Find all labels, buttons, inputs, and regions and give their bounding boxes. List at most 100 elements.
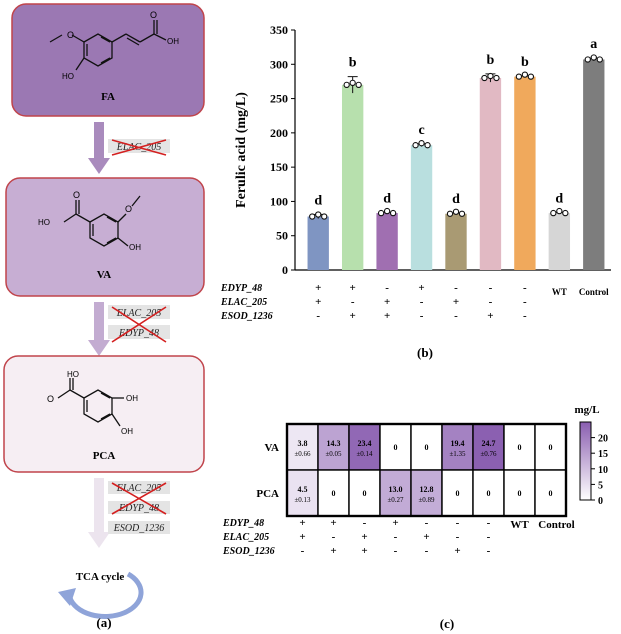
bar bbox=[514, 76, 536, 270]
gene-cross-1b bbox=[111, 139, 167, 156]
gene-tag-3a: ELAC_205 bbox=[116, 483, 161, 494]
gene-tag-2b-bg bbox=[108, 325, 170, 339]
replicate-point bbox=[562, 209, 569, 217]
significance-letter: c bbox=[418, 123, 424, 138]
heatmap-row-label: PCA bbox=[256, 488, 279, 500]
va-methoxy-o: O bbox=[125, 204, 132, 214]
pca-carbonyl-o: O bbox=[47, 394, 54, 404]
va-carbonyl-o: O bbox=[73, 190, 80, 200]
fa-ho-label: HO bbox=[62, 72, 74, 81]
colorbar-gradient bbox=[579, 421, 592, 501]
heatmap-sign-cell: + bbox=[454, 545, 460, 557]
pathway-panel: O O OH HO FA ELAC_205 O O HO OH VA ELAC_… bbox=[3, 3, 205, 630]
replicate-point bbox=[521, 71, 529, 78]
bar bbox=[548, 213, 571, 270]
replicate-point bbox=[527, 73, 535, 80]
heatmap-sign-cell: - bbox=[425, 517, 429, 529]
sign-row-label: ELAC_205 bbox=[220, 297, 267, 308]
heatmap-cell-value: 0 bbox=[425, 443, 429, 452]
replicate-point bbox=[424, 142, 431, 149]
pca-ho-top-label: HO bbox=[67, 370, 79, 379]
heatmap-border bbox=[285, 422, 568, 518]
replicate-point bbox=[550, 209, 557, 217]
gene-tag-2a-bg bbox=[108, 305, 170, 319]
heatmap-sign-cell: - bbox=[456, 517, 460, 529]
y-tick-label: 100 bbox=[270, 194, 288, 208]
colorbar-tick-label: 20 bbox=[598, 434, 608, 445]
colorbar-tick-label: 15 bbox=[598, 449, 608, 460]
sign-cell: - bbox=[420, 296, 424, 308]
heatmap-cell-value: 12.8 bbox=[420, 485, 434, 494]
ferulic-acid-structure bbox=[49, 20, 167, 71]
replicate-point bbox=[309, 213, 316, 220]
replicate-point bbox=[315, 211, 322, 218]
heatmap-cell-value: 0 bbox=[518, 443, 522, 452]
heatmap-cell-sd: ±0.13 bbox=[294, 496, 311, 504]
heatmap-cell-value: 0 bbox=[487, 489, 491, 498]
sign-cell: - bbox=[523, 296, 527, 308]
heatmap-cell-value: 0 bbox=[518, 489, 522, 498]
heatmap-cell bbox=[410, 423, 443, 471]
heatmap-cell-value: 14.3 bbox=[327, 439, 341, 448]
sign-cell: - bbox=[523, 310, 527, 322]
pca-oh-right-label: OH bbox=[126, 394, 138, 403]
heatmap-cell-value: 13.0 bbox=[389, 485, 403, 494]
protocatechuic-acid-structure bbox=[57, 378, 124, 427]
y-tick-label: 250 bbox=[270, 92, 288, 106]
replicate-point bbox=[321, 213, 328, 220]
heatmap-sign-row-label: ESOD_1236 bbox=[222, 546, 275, 557]
replicate-point bbox=[446, 210, 454, 217]
replicate-point bbox=[383, 207, 391, 215]
y-axis-label: Ferulic acid (mg/L) bbox=[234, 92, 249, 208]
replicate-point bbox=[349, 79, 356, 87]
vanillic-acid-structure bbox=[63, 195, 141, 247]
tca-cycle-arrow bbox=[67, 571, 144, 619]
significance-letter: a bbox=[590, 37, 597, 52]
heatmap-sign-cell: + bbox=[423, 531, 429, 543]
fa-label: FA bbox=[101, 91, 115, 103]
bar bbox=[307, 216, 329, 270]
heatmap-cell bbox=[410, 469, 443, 517]
heatmap-wt-label: WT bbox=[510, 519, 529, 531]
sign-cell: + bbox=[315, 296, 321, 308]
sign-row-label: EDYP_48 bbox=[220, 283, 262, 294]
sign-cell: + bbox=[350, 282, 356, 294]
replicate-point bbox=[515, 73, 523, 80]
replicate-point bbox=[493, 74, 500, 82]
significance-letter: b bbox=[487, 53, 495, 68]
heatmap-sign-cell: - bbox=[301, 545, 305, 557]
bar bbox=[376, 213, 398, 270]
replicate-point bbox=[389, 209, 397, 217]
gene-cross-2b bbox=[111, 306, 167, 343]
heatmap-sign-cell: + bbox=[330, 517, 336, 529]
sign-cell: - bbox=[523, 282, 527, 294]
replicate-point bbox=[481, 74, 488, 82]
sign-cell: + bbox=[487, 310, 493, 322]
sign-cell: - bbox=[489, 296, 493, 308]
heatmap-sign-cell: - bbox=[456, 531, 460, 543]
arrow-1-shaft bbox=[94, 122, 104, 160]
sign-cell: - bbox=[420, 310, 424, 322]
heatmap-sign-cell: - bbox=[487, 517, 491, 529]
y-tick-label: 50 bbox=[276, 229, 288, 243]
bar bbox=[410, 145, 433, 270]
replicate-point bbox=[412, 142, 419, 149]
heatmap-cell-value: 4.5 bbox=[298, 485, 308, 494]
bar bbox=[341, 84, 364, 270]
replicate-point bbox=[556, 207, 563, 215]
gene-tag-3a-bg bbox=[108, 481, 170, 494]
heatmap-sign-cell: + bbox=[392, 517, 398, 529]
replicate-point bbox=[343, 81, 350, 89]
heatmap-row-label: VA bbox=[265, 442, 280, 454]
colorbar-tick-label: 10 bbox=[598, 465, 608, 476]
panel-a-label: (a) bbox=[96, 615, 111, 630]
heatmap-cell-value: 24.7 bbox=[482, 439, 496, 448]
replicate-point bbox=[452, 208, 460, 215]
sign-cell: + bbox=[384, 310, 390, 322]
replicate-point bbox=[377, 209, 385, 217]
heatmap-cell-value: 0 bbox=[456, 489, 460, 498]
heatmap-cell-sd: ±1.35 bbox=[449, 450, 466, 458]
heatmap-sign-row-label: ELAC_205 bbox=[222, 532, 269, 543]
heatmap-cell-value: 19.4 bbox=[451, 439, 465, 448]
